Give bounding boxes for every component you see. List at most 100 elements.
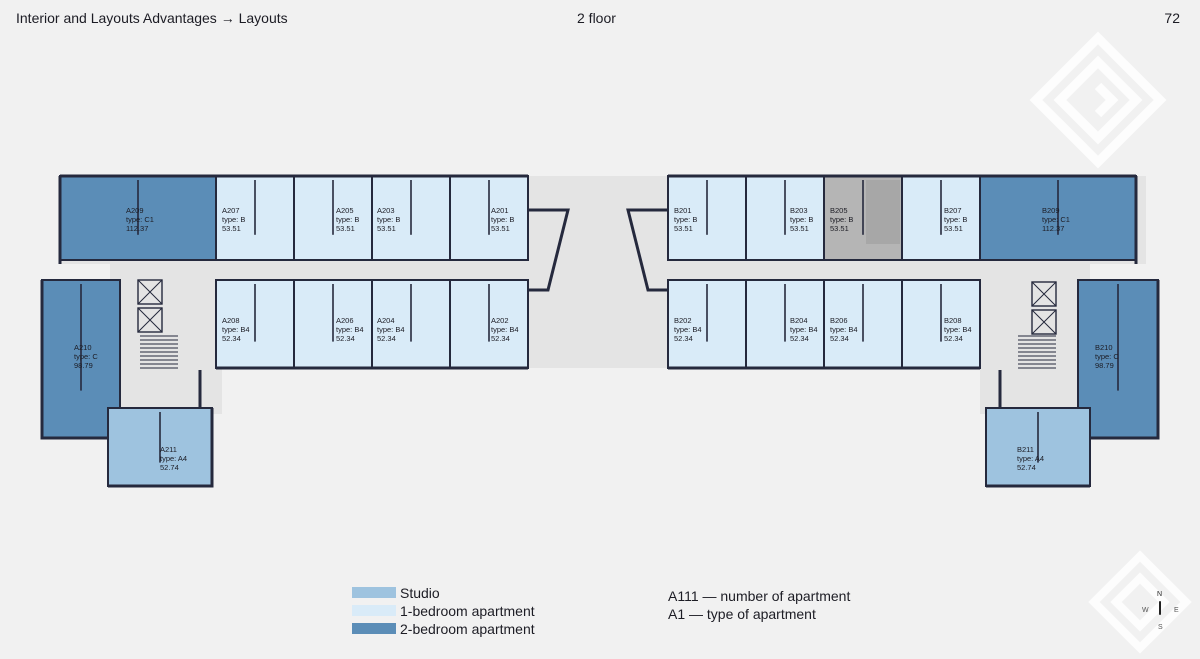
apartment-number: B208 [944, 316, 962, 325]
apartment-type: type: B [830, 215, 853, 224]
apartment-area: 98.79 [74, 361, 93, 370]
apartment-area: 53.51 [674, 224, 693, 233]
legend-label-one-bedroom: 1-bedroom apartment [400, 603, 535, 619]
label-keys: A111 — number of apartment A1 — type of … [668, 587, 850, 623]
elevator-shaft [1031, 281, 1057, 307]
elevator-icon [137, 279, 163, 305]
floorplan-shapes [40, 174, 1160, 488]
apartment-number: A205 [336, 206, 354, 215]
apartment-number: A204 [377, 316, 395, 325]
elevator-shaft [1031, 309, 1057, 335]
stair-icon [140, 335, 178, 369]
legend-swatch-studio [352, 587, 396, 598]
corridor-area-1 [216, 260, 528, 280]
compass-west: W [1142, 607, 1149, 614]
apartment-area: 112.37 [126, 224, 148, 233]
apartment-area: 52.34 [336, 334, 355, 343]
apartment-type: type: B4 [944, 325, 972, 334]
apartment-type: type: B4 [222, 325, 250, 334]
structural-wall-7 [626, 208, 668, 292]
apartment-type: type: B [491, 215, 514, 224]
structural-wall-6 [528, 208, 570, 292]
apartment-number: B201 [674, 206, 692, 215]
apartment-area: 53.51 [222, 224, 241, 233]
legend-item-studio: Studio [352, 584, 535, 602]
apartment-type: type: B [336, 215, 359, 224]
apartment-number: B202 [674, 316, 692, 325]
elevator-icon [1031, 309, 1057, 335]
apartment-type: type: B4 [377, 325, 405, 334]
apartment-area: 98.79 [1095, 361, 1114, 370]
apartment-number: B205 [830, 206, 848, 215]
elevator-icon [1031, 281, 1057, 307]
apartment-type: type: B [790, 215, 813, 224]
apartment-area: 53.51 [336, 224, 355, 233]
apartment-number: A206 [336, 316, 354, 325]
apartment-area: 52.34 [830, 334, 849, 343]
stair-icon [1018, 335, 1056, 369]
apartment-number: B211 [1017, 445, 1034, 454]
key-number: A111 — number of apartment [668, 588, 851, 604]
apartment-area: 53.51 [790, 224, 809, 233]
apartment-number: A203 [377, 206, 395, 215]
apartment-number: A210 [74, 343, 92, 352]
apartment-number: A209 [126, 206, 144, 215]
apartment-number: A207 [222, 206, 240, 215]
apartment-area: 52.74 [160, 463, 179, 472]
elevator-shaft [137, 307, 163, 333]
apartment-number: B204 [790, 316, 808, 325]
apartment-type: type: B4 [674, 325, 702, 334]
elevator-cross [137, 279, 163, 305]
apartment-number: A201 [491, 206, 509, 215]
elevator-cross [137, 307, 163, 333]
apartment-number: B207 [944, 206, 962, 215]
service-shaft [866, 180, 900, 244]
apartment-area: 52.34 [944, 334, 963, 343]
apartment-area: 52.34 [674, 334, 693, 343]
compass-north: N [1157, 591, 1163, 598]
apartment-number: B210 [1095, 343, 1113, 352]
legend-item-one-bedroom: 1-bedroom apartment [352, 602, 535, 620]
apartment-number: A208 [222, 316, 240, 325]
apartment-area: 52.34 [377, 334, 396, 343]
legend-item-two-bedroom: 2-bedroom apartment [352, 620, 535, 638]
apartment-type: type: B [674, 215, 697, 224]
apartment-area: 52.34 [491, 334, 510, 343]
central-gallery [528, 176, 668, 368]
apartment-type: type: B4 [790, 325, 818, 334]
elevator-shaft [137, 279, 163, 305]
apartment-type: type: B4 [830, 325, 858, 334]
legend-swatch-one-bedroom [352, 605, 396, 616]
apartment-number: B203 [790, 206, 808, 215]
key-type: A1 — type of apartment [668, 606, 816, 622]
apartment-type: type: C [74, 352, 98, 361]
apartment-type: type: C [1095, 352, 1119, 361]
apartment-area: 53.51 [377, 224, 396, 233]
apartment-type: type: C1 [1042, 215, 1070, 224]
apartment-type: type: B4 [491, 325, 519, 334]
apartment-type: type: A4 [1017, 454, 1044, 463]
apartment-type: type: B [944, 215, 967, 224]
apartment-type: type: B4 [336, 325, 364, 334]
structural-wall-9 [1090, 280, 1160, 440]
corridor-area-3 [668, 260, 980, 280]
structural-wall-8 [40, 280, 108, 440]
compass-east: E [1174, 607, 1179, 614]
legend-label-studio: Studio [400, 585, 440, 601]
apartment-number: A202 [491, 316, 509, 325]
watermark-logo [1029, 31, 1167, 169]
page-number: 72 [1164, 10, 1180, 26]
apartment-type: type: A4 [160, 454, 187, 463]
apartment-area: 52.34 [790, 334, 809, 343]
apartment-number: B209 [1042, 206, 1060, 215]
apartment-type: type: B [377, 215, 400, 224]
elevator-icon [137, 307, 163, 333]
apartment-number: A211 [160, 445, 177, 454]
floor-title: 2 floor [577, 10, 616, 26]
watermark-logo-small [1088, 550, 1192, 654]
apartment-area: 112.37 [1042, 224, 1064, 233]
apartment-area: 52.34 [222, 334, 241, 343]
elevator-cross [1031, 281, 1057, 307]
